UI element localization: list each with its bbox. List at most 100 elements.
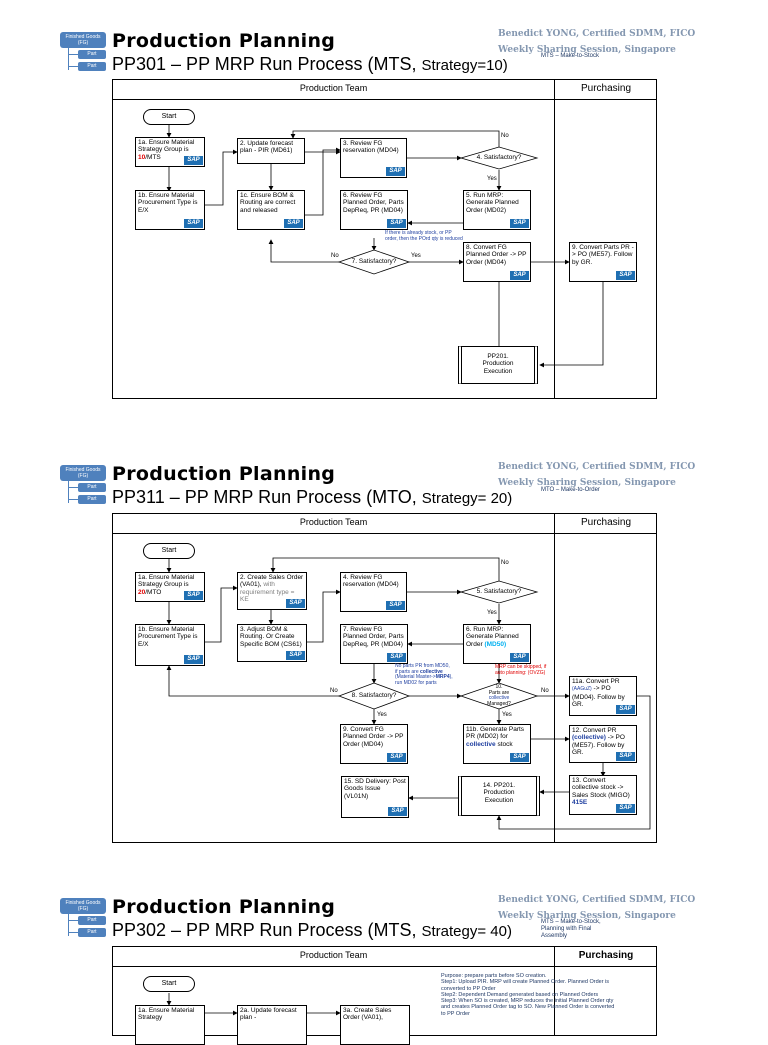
note-collective-parts: No parts PR from MD50, if parts are coll… <box>395 663 453 686</box>
step-1c-box: 1c. Ensure BOM & Routing are correct and… <box>237 190 305 230</box>
yes-label: Yes <box>411 253 421 259</box>
slide-subtitle: PP302 – PP MRP Run Process (MTS, Strateg… <box>112 920 512 940</box>
decision-7-label: 7. Satisfactory? <box>351 258 397 265</box>
sap-logo: SAP <box>286 599 305 608</box>
sap-logo: SAP <box>616 752 635 761</box>
sap-logo: SAP <box>386 167 405 176</box>
badge-finished-goods: Finished Goods (FG) <box>60 465 106 481</box>
note-mrp-skip: MRP can be skipped, if auto planning: (O… <box>495 664 547 676</box>
decision-10-label: 10. Parts are collective Managed? <box>487 684 511 707</box>
sap-logo: SAP <box>184 219 203 228</box>
slide-pp301: Finished Goods (FG) Part Part Production… <box>0 29 768 410</box>
flow-connectors <box>166 993 341 1016</box>
step-3a-box: 3a. Create Sales Order (VA01), <box>340 1005 410 1045</box>
flow-connectors <box>166 125 604 368</box>
no-label: No <box>501 560 509 566</box>
decision-8-label: 8. Satisfactory? <box>351 692 397 699</box>
step-9-box: 9. Convert Parts PR -> PO (ME57). Follow… <box>569 242 637 282</box>
step-4-box: 4. Review FG reservation (MD04) SAP <box>340 572 407 612</box>
strategy-note: MTS – Make-to-Stock, Planning with Final… <box>541 919 601 939</box>
step-3-box: 3. Adjust BOM & Routing. Or Create Speci… <box>237 624 307 662</box>
slide-title: Production Planning <box>112 896 336 918</box>
step-6-box: 6. Review FG Planned Order, Parts DepReq… <box>340 190 408 230</box>
step-5-box: 5. Run MRP: Generate Planned Order (MD02… <box>463 190 531 230</box>
step-11a-box: 11a. Convert PR (AAGuZ) -> PO (MD04). Fo… <box>569 676 637 716</box>
flow-connectors <box>166 557 651 830</box>
strategy-note: MTO – Make-to-Order <box>541 487 600 493</box>
swimlane-frame: Production Team Purchasing <box>112 513 657 843</box>
note-reduced-qty: If there is already stock, or PP order, … <box>385 230 463 242</box>
step-7-box: 7. Review FG Planned Order, Parts DepReq… <box>340 624 408 664</box>
no-label: No <box>541 688 549 694</box>
sap-logo: SAP <box>388 807 407 816</box>
step-1a-box: 1a. Ensure Material Strategy Group is 10… <box>135 137 205 167</box>
badge-part: Part <box>78 495 106 504</box>
step-11b-box: 11b. Generate Parts PR (MD02) for collec… <box>463 724 531 764</box>
lane-production-team: Production Team <box>299 517 368 527</box>
badge-finished-goods: Finished Goods (FG) <box>60 32 106 48</box>
sap-logo: SAP <box>184 591 203 600</box>
slide-title: Production Planning <box>112 30 336 52</box>
slide-title: Production Planning <box>112 463 336 485</box>
lane-production-team: Production Team <box>299 950 368 960</box>
sap-logo: SAP <box>616 271 635 280</box>
sap-logo: SAP <box>184 655 203 664</box>
yes-label: Yes <box>487 176 497 182</box>
sap-logo: SAP <box>616 804 635 813</box>
start-terminator: Start <box>143 976 195 992</box>
sap-logo: SAP <box>387 753 406 762</box>
badge-part: Part <box>78 483 106 492</box>
sap-logo: SAP <box>510 653 529 662</box>
badge-part: Part <box>78 62 106 71</box>
no-label: No <box>330 688 338 694</box>
no-label: No <box>501 133 509 139</box>
step-12-box: 12. Convert PR (collective) -> PO (ME57)… <box>569 725 637 763</box>
sap-logo: SAP <box>386 601 405 610</box>
sap-logo: SAP <box>184 156 203 165</box>
step-15-box: 15. SD Delivery: Post Goods Issue (VL01N… <box>341 776 409 818</box>
hierarchy-badge: Finished Goods (FG) Part Part <box>60 465 106 507</box>
step-1a-box: 1a. Ensure Material Strategy Group is 20… <box>135 572 205 602</box>
decision-5-label: 5. Satisfactory? <box>476 588 522 595</box>
lane-purchasing: Purchasing <box>580 517 632 528</box>
start-terminator: Start <box>143 109 195 125</box>
badge-part: Part <box>78 50 106 59</box>
slide-pp311: Finished Goods (FG) Part Part Production… <box>0 462 768 843</box>
hierarchy-badge: Finished Goods (FG) Part Part <box>60 32 106 74</box>
slide-pp302: Finished Goods (FG) Part Part Production… <box>0 895 768 1045</box>
slide-subtitle: PP301 – PP MRP Run Process (MTS, Strateg… <box>112 54 508 74</box>
production-execution-box: 14. PP201. Production Execution <box>458 776 540 816</box>
strategy-note: MTS – Make-to-Stock <box>541 53 600 59</box>
sap-logo: SAP <box>387 219 406 228</box>
lane-production-team: Production Team <box>299 83 368 93</box>
sap-logo: SAP <box>510 271 529 280</box>
swimlane-frame: Production Team Purchasing Start 1a. Ens… <box>112 946 657 1045</box>
swimlane-frame: Production Team Purchasing <box>112 79 657 399</box>
sap-logo: SAP <box>510 753 529 762</box>
sap-logo: SAP <box>616 705 635 714</box>
step-1b-box: 1b. Ensure Material Procurement Type is … <box>135 190 205 230</box>
step-1a-box: 1a. Ensure Material Strategy <box>135 1005 205 1045</box>
slide-subtitle: PP311 – PP MRP Run Process (MTO, Strateg… <box>112 487 513 507</box>
purpose-notes: Purpose: prepare parts before SO creatio… <box>441 973 615 1017</box>
badge-part: Part <box>78 916 106 925</box>
step-9-box: 9. Convert FG Planned Order -> PP Order … <box>340 724 408 764</box>
sap-logo: SAP <box>286 651 305 660</box>
sap-logo: SAP <box>510 219 529 228</box>
hierarchy-badge: Finished Goods (FG) Part Part <box>60 898 106 940</box>
production-execution-box: PP201. Production Execution <box>458 346 538 384</box>
step-3-box: 3. Review FG reservation (MD04) SAP <box>340 138 407 178</box>
lane-purchasing: Purchasing <box>578 950 634 961</box>
sap-logo: SAP <box>387 653 406 662</box>
lane-purchasing: Purchasing <box>580 83 632 94</box>
step-8-box: 8. Convert FG Planned Order -> PP Order … <box>463 242 531 282</box>
yes-label: Yes <box>487 610 497 616</box>
yes-label: Yes <box>502 712 512 718</box>
start-terminator: Start <box>143 543 195 559</box>
badge-finished-goods: Finished Goods (FG) <box>60 898 106 914</box>
step-1b-box: 1b. Ensure Material Procurement Type is … <box>135 624 205 666</box>
decision-4-label: 4. Satisfactory? <box>476 154 522 161</box>
